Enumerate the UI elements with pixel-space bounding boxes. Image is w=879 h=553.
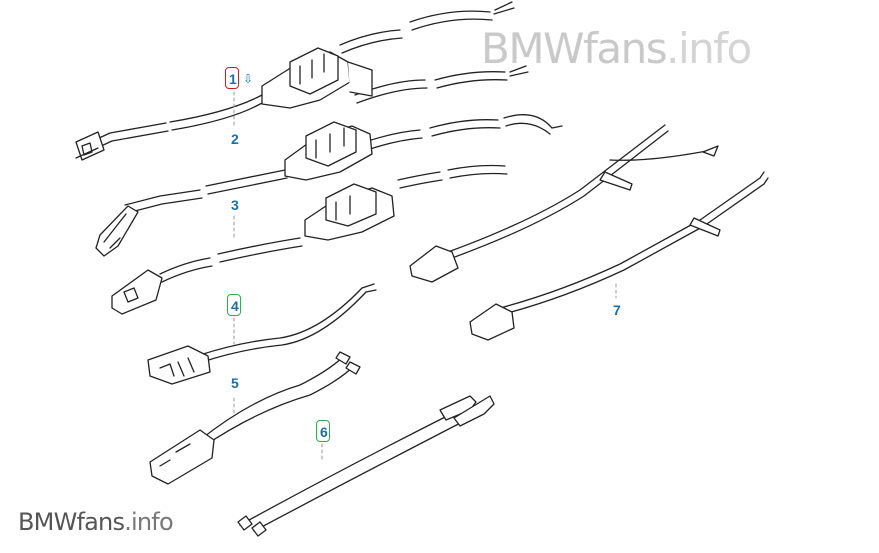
watermark-bottom-tld: .info <box>124 508 173 536</box>
callout-6[interactable]: 6 <box>316 420 330 442</box>
watermark-top-brand: BMWfans <box>481 24 668 73</box>
watermark-top: BMWfans.info <box>481 24 752 73</box>
callout-5[interactable]: 5 <box>231 375 239 391</box>
harness-2 <box>95 114 563 257</box>
watermark-top-tld: .info <box>666 24 752 73</box>
harness-6 <box>237 395 495 537</box>
down-arrow-icon: ⇩ <box>243 72 254 86</box>
leader-lines <box>233 91 617 463</box>
harness-1 <box>75 1 529 161</box>
watermark-bottom: BMWfans.info <box>18 508 174 536</box>
harness-5 <box>149 351 361 485</box>
callout-4[interactable]: 4 <box>227 294 241 316</box>
callout-1[interactable]: 1 <box>225 67 239 89</box>
harness-3 <box>111 164 508 315</box>
callout-2[interactable]: 2 <box>231 131 239 147</box>
watermark-bottom-brand: BMWfans <box>18 508 125 536</box>
callout-3[interactable]: 3 <box>231 197 239 213</box>
harness-4 <box>147 283 377 385</box>
callout-7[interactable]: 7 <box>613 302 621 318</box>
harness-7 <box>409 124 769 341</box>
